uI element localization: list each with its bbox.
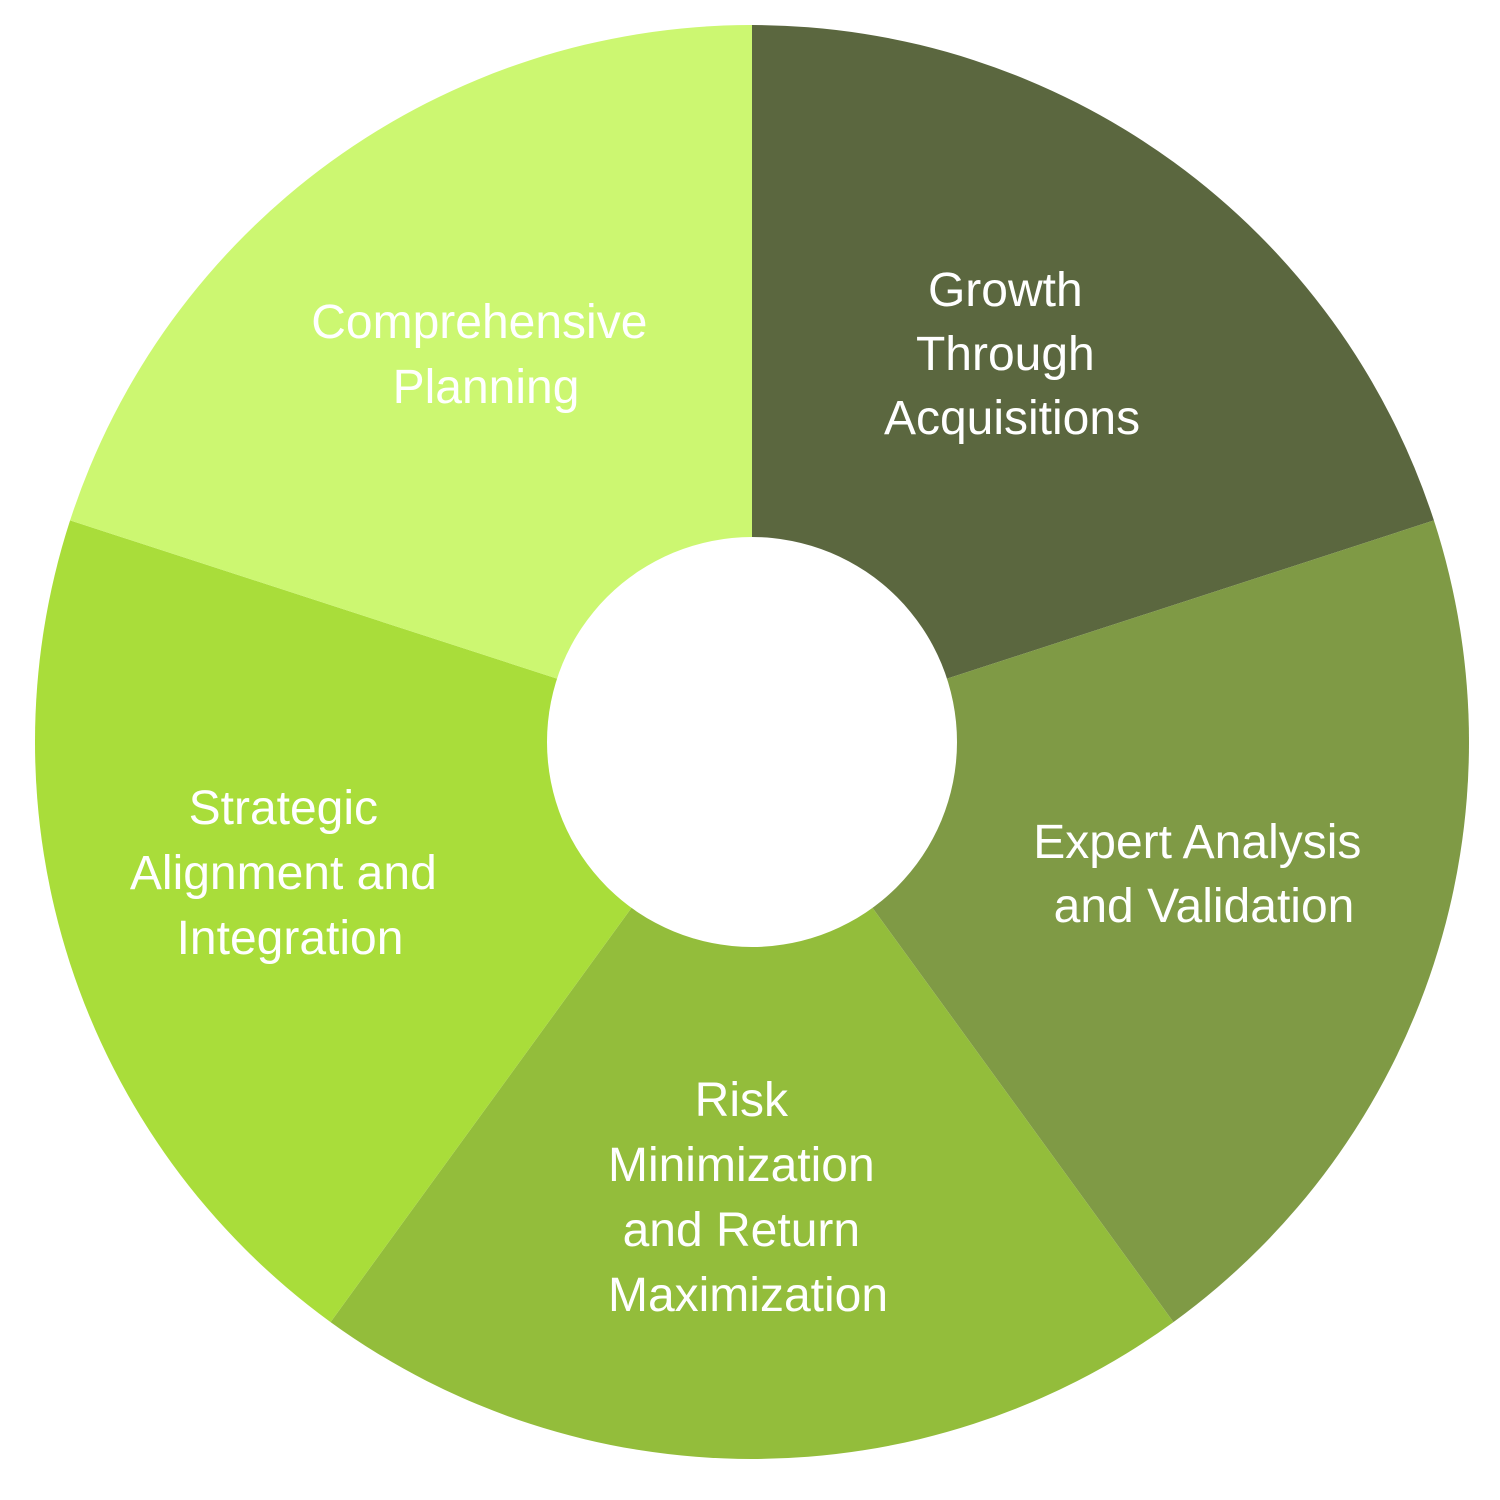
label-line: and Return — [623, 1204, 861, 1257]
segment-label-risk: Risk Minimization and Return Maximizatio… — [608, 1074, 888, 1322]
segment-label-expert: Expert Analysis and Validation — [1033, 816, 1375, 933]
label-line: Minimization — [608, 1139, 875, 1192]
label-line: Comprehensive — [311, 296, 647, 349]
label-line: Strategic — [189, 782, 378, 835]
segment-wedge-risk — [330, 742, 1174, 1460]
segment-label-strategic: Strategic Alignment and Integration — [130, 782, 450, 965]
label-line: Risk — [695, 1074, 789, 1127]
label-line: Alignment and — [130, 847, 437, 900]
segment-label-growth: Growth Through Acquisitions — [884, 264, 1140, 445]
segment-label-comprehensive: Comprehensive Planning — [311, 296, 661, 414]
label-line: Acquisitions — [884, 392, 1140, 445]
label-line: Maximization — [608, 1269, 888, 1322]
label-line: Expert Analysis — [1033, 816, 1361, 869]
label-line: Integration — [177, 912, 404, 965]
label-line: and Validation — [1054, 880, 1355, 933]
label-line: Planning — [393, 361, 580, 414]
segment-wedge-growth — [752, 25, 1434, 742]
center-hole — [547, 537, 957, 947]
label-line: Growth — [928, 264, 1083, 317]
label-line: Through — [916, 328, 1095, 381]
segment-wedge-comprehensive — [70, 25, 753, 742]
